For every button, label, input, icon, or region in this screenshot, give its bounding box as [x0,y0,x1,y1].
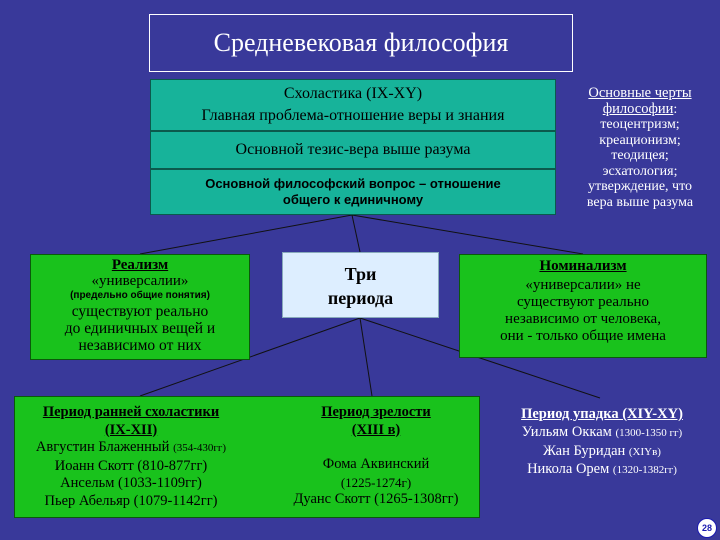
feature-item: эсхатология; [602,163,678,179]
early-person-3: Ансельм (1033-1109гг) [60,475,202,491]
periods-line2: периода [327,288,394,308]
realism-desc-1: существуют реально [71,303,209,320]
features-title-colon: : [673,101,678,117]
question-box: Основной философский вопрос – отношение … [150,169,556,215]
page-number-badge: 28 [697,518,717,538]
main-question-line1: Основной философский вопрос – отношение [205,176,501,191]
main-problem: Главная проблема-отношение веры и знания [201,107,505,124]
feature-item: теоцентризм; [600,117,680,132]
late-person-1-years: (1300-1350 гг) [615,427,683,439]
realism-note: (предельно общие понятия) [70,290,210,301]
nominalism-desc-2: существуют реально [516,294,650,310]
feature-item: креационизм; [599,132,681,148]
mature-period: Период зрелости (XIII в) Фома Аквинский … [262,404,490,509]
early-person-2: Иоанн Скотт (810-877гг) [54,457,208,474]
early-period: Период ранней схоластики (IX-XII) Август… [0,404,262,510]
thesis-box: Основной тезис-вера выше разума [150,131,556,169]
mature-person-1: Фома Аквинский [322,456,430,472]
features-title-line1: Основные черты [588,85,692,101]
late-person-2-years: (XIYв) [628,445,661,458]
realism-title: Реализм [111,257,169,273]
connector-early [139,317,361,397]
mature-header-1: Период зрелости [321,404,431,420]
nominalism-desc-4: они - только общие имена [500,328,666,344]
feature-item: вера выше разума [586,194,694,210]
early-header-1: Период ранней схоластики [42,404,220,420]
main-question-line2: общего к единичному [282,192,424,207]
title-box: Средневековая философия [149,14,573,72]
nominalism-box: Номинализм «универсалии» не существуют р… [459,254,707,358]
realism-desc-3: независимо от них [78,337,202,354]
nominalism-title: Номинализм [539,258,627,274]
mature-person-2: Дуанс Скотт (1265-1308гг) [293,491,459,507]
connector-late [359,317,601,399]
periods-line1: Три [344,264,377,284]
early-person-1: Августин Блаженный [35,439,170,455]
scholastic-box: Схоластика (IX-XY) Главная проблема-отно… [150,79,556,131]
feature-item: теодицея; [611,148,669,163]
main-thesis: Основной тезис-вера выше разума [235,141,471,158]
late-header: Период упадка (XIY-XY) [521,406,683,422]
three-periods-box: Три периода [282,252,439,318]
early-person-1-years: (354-430гг) [173,442,227,454]
connector-periods [351,214,361,253]
late-period: Период упадка (XIY-XY) Уильям Оккам (130… [484,404,720,480]
mature-person-1-years: (1225-1274г) [340,474,412,490]
nominalism-desc-1: «универсалии» не [525,277,641,293]
realism-universals: «универсалии» [91,273,189,289]
features-list: Основные черты философии: теоцентризм; к… [562,85,718,210]
periods-detail-box [14,396,480,518]
mature-header-2: (XIII в) [351,421,401,438]
connector-nominalism [351,214,584,255]
connector-realism [139,214,353,255]
connector-mature [359,317,373,397]
feature-item: утверждение, что [587,179,693,194]
late-person-3: Никола Орем [527,461,610,477]
scholastic-period: Схоластика (IX-XY) [283,85,423,102]
realism-box: Реализм «универсалии» (предельно общие п… [30,254,250,360]
features-title-line2: философии [602,100,674,117]
page-number: 28 [701,523,712,533]
realism-desc-2: до единичных вещей и [64,320,216,337]
late-person-3-years: (1320-1382гг) [612,464,677,476]
nominalism-desc-3: независимо от человека, [505,311,661,327]
late-person-2: Жан Буридан [543,442,626,459]
early-person-4: Пьер Абельяр (1079-1142гг) [44,492,218,509]
page-title: Средневековая философия [213,28,509,57]
early-header-2: (IX-XII) [104,421,158,438]
late-person-1: Уильям Оккам [521,424,612,440]
